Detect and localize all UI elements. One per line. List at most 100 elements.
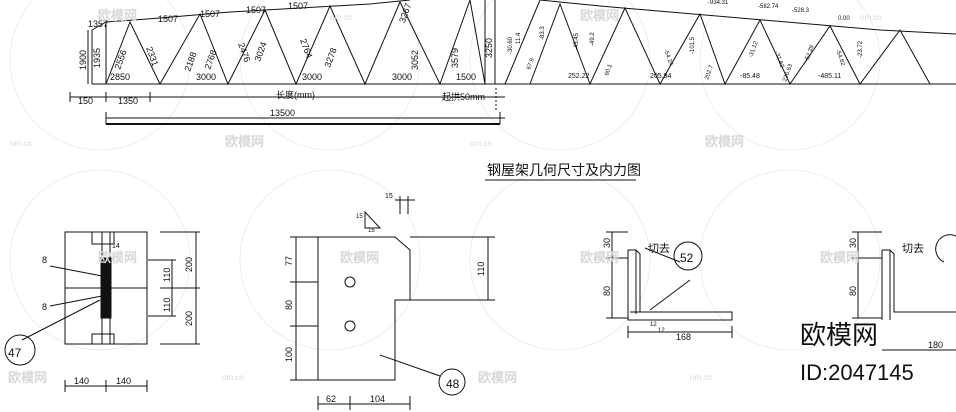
d48-dim-8: 62 [326,394,336,404]
mid-height: 3250 [484,38,494,58]
d47-dim-9: 8 [42,302,47,312]
bottom-span-3: 3000 [302,72,322,82]
bottom-span-4: 3000 [392,72,412,82]
wm-7: 欧模网 [580,250,619,265]
chord-seg-2: 1507 [158,14,178,24]
dr-dim-2: 80 [848,286,858,296]
first-span: 1350 [118,96,138,106]
force-w10: -52.39 [804,44,816,63]
d48-dim-7: 110 [476,262,486,276]
web-3: 2188 [182,50,198,72]
force-b2: 205.94 [650,73,672,80]
brand-watermark: 欧模网 [800,320,878,350]
force-w14: 202.7 [704,64,715,81]
detail-52 [606,231,733,338]
force-w7: -101.5 [690,36,696,54]
detail-52-labels: 52 切去 30 80 168 12 12 [602,238,694,342]
d47-dim-2: 200 [184,311,194,326]
chord-seg-4: 1507 [246,5,266,15]
wm-url-6: om.cn [690,373,712,382]
wm-9: 欧模网 [8,370,47,385]
bottom-span-2: 3000 [196,72,216,82]
overall-length: 13500 [270,108,295,118]
wm-1: 欧模网 [98,8,137,23]
bottom-span-1: 2850 [110,72,130,82]
d47-dim-6: 140 [116,376,131,386]
d52-dim-2: 80 [602,286,612,296]
d52-dim-3: 168 [676,332,691,342]
force-w16: 60.1 [604,63,614,77]
detail-47-number: 47 [8,346,22,360]
wm-3: 欧模网 [225,134,264,149]
force-b4: -485.11 [818,73,841,80]
length-label: 长度(mm) [276,89,315,100]
force-w6: -54.24 [662,49,674,68]
wm-url-5: om.cn [222,373,244,382]
d48-dim-9: 104 [370,394,385,404]
force-w9: -31.62 [773,51,785,70]
force-w12: -23.72 [858,40,864,58]
chord-seg-5: 1507 [288,1,308,11]
web-5: 2476 [236,41,252,63]
d48-dim-4: 77 [284,256,294,266]
chord-seg-1: 1357 [88,19,108,29]
detail-52-cut: 切去 [648,242,670,255]
force-w11: -54.82 [834,49,846,68]
d47-dim-3: 110 [162,268,172,282]
wm-url-4: om.cn [470,139,492,148]
d52-dim-1: 30 [602,238,612,248]
detail-right [852,231,956,351]
d47-dim-7: 14 [112,243,120,250]
wm-url-2: om.cn [860,13,882,22]
force-t4: 0.00 [838,16,850,22]
wm-4: 欧模网 [705,134,744,149]
web-1: 2556 [112,48,128,70]
detail-52-number: 52 [680,251,694,265]
dr-dim-3: 180 [928,340,943,350]
force-w1: -30.60 [508,36,514,54]
force-w13: 67.9 [526,57,536,71]
force-t2: -582.74 [758,4,779,10]
d48-dim-6: 100 [284,347,294,362]
left-height: 1900 [78,50,88,70]
model-id: ID:2047145 [800,360,914,385]
d47-dim-4: 110 [162,298,172,312]
force-w4: -45.45 [574,32,580,50]
d47-dim-8: 8 [42,255,47,265]
truss-drawing [69,0,956,125]
diagram-title: 钢屋架几何尺寸及内力图 [487,162,641,178]
end-piece: 150 [78,96,93,106]
wm-10: 欧模网 [478,370,517,385]
wm-8: 欧模网 [820,250,859,265]
web-7: 2764 [298,37,314,59]
detail-48 [290,196,495,410]
wm-5: 欧模网 [98,250,137,265]
d47-dim-1: 200 [184,257,194,272]
force-b3: -85.48 [740,73,760,80]
chord-seg-3: 1507 [200,9,220,19]
d47-dim-5: 140 [74,376,89,386]
d52-dim-5: 12 [658,328,665,334]
force-t3: -528.3 [792,8,810,14]
d48-dim-3: 15 [368,228,375,234]
web-6: 3024 [252,40,268,62]
detail-48-labels: 48 15 15 15 77 80 100 110 62 104 [284,193,486,404]
wm-url-3: om.cn [10,139,32,148]
web-9: 3052 [410,50,420,70]
d52-dim-4: 12 [650,322,657,328]
d48-dim-1: 15 [385,193,393,200]
wm-url-1: om.cn [330,13,352,22]
web-4: 2768 [202,48,218,70]
force-w8: -31.12 [748,40,760,59]
watermarks: 欧模网 om.cn 欧模网 om.cn om.cn 欧模网 om.cn 欧模网 … [8,8,882,385]
web-8: 3278 [322,46,338,68]
force-w5: -49.2 [590,32,596,46]
detail-right-cut: 切去 [902,242,924,255]
d48-dim-5: 80 [284,300,294,310]
wm-2: 欧模网 [580,8,619,23]
camber-label: 起拱50mm [442,91,485,102]
force-w2: 11.4 [516,32,522,44]
detail-47-labels: 47 200 200 110 110 140 140 14 8 8 [8,243,194,386]
force-b1: 252.22 [568,73,590,80]
